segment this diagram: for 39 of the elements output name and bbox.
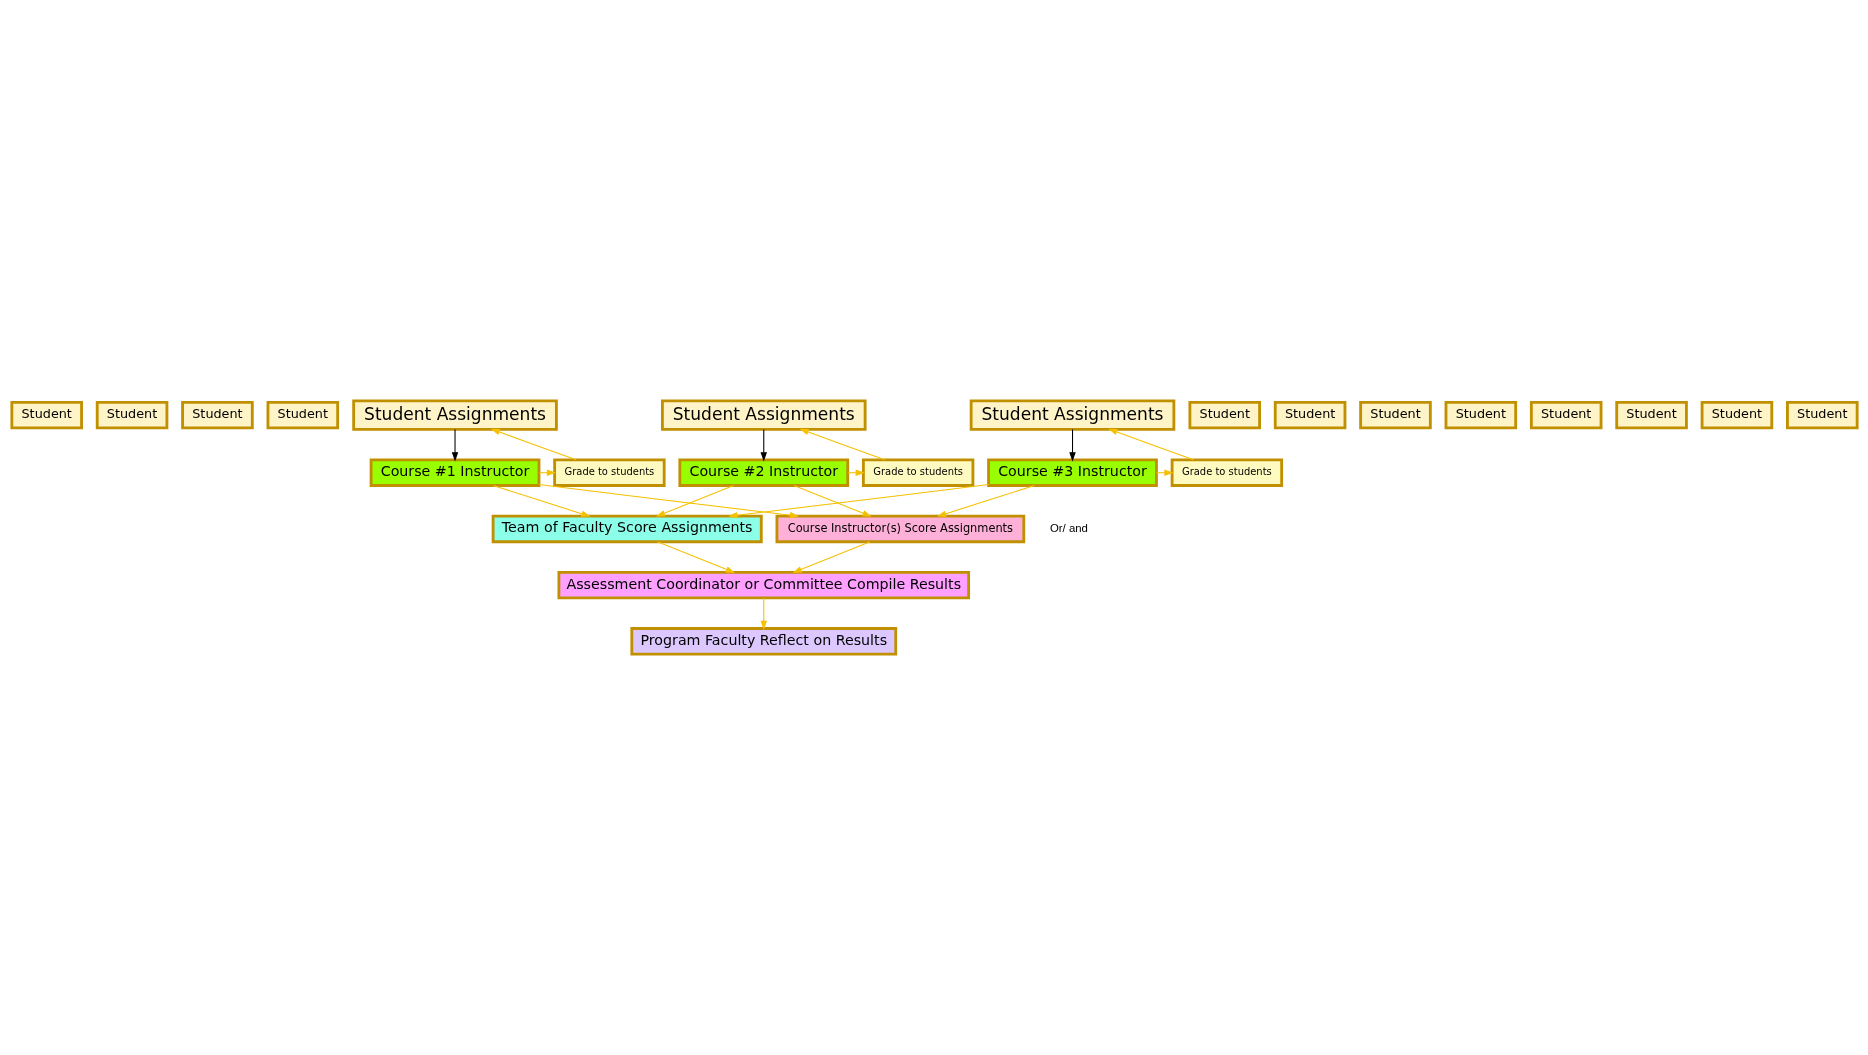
node-box: Student Assignments (351, 399, 558, 431)
node-box: Course #2 Instructor (677, 458, 849, 487)
arrow (793, 485, 872, 517)
node-box: Student Assignments (660, 399, 867, 431)
node-box: Student (1444, 400, 1517, 430)
node-box: Student (95, 400, 168, 430)
node-box: Student (1273, 400, 1346, 430)
node-box: Student (266, 400, 339, 430)
arrow (936, 485, 1035, 517)
arrow (792, 541, 871, 573)
node-box: Course #3 Instructor (986, 458, 1158, 487)
label: Or/ and (1049, 521, 1088, 534)
node-box: Student (1529, 400, 1602, 430)
arrow (451, 428, 458, 462)
node-box: Assessment Coordinator or Committee Compile Results (556, 570, 970, 600)
arrow (760, 428, 767, 462)
node-box: Student (180, 400, 254, 430)
node-box: Grade to students (861, 458, 974, 487)
arrow (490, 428, 576, 461)
arrow (798, 428, 885, 461)
arrow (1107, 428, 1194, 461)
arrow (727, 484, 989, 519)
arrow (656, 541, 735, 573)
node-box: Course #1 Instructor (369, 458, 540, 487)
node-box: Student (1187, 400, 1261, 430)
node-box: Student Assignments (969, 399, 1175, 431)
arrow (655, 485, 734, 517)
arrow (1068, 428, 1076, 462)
node-box: Student (1358, 400, 1432, 430)
node-box: Grade to students (552, 458, 666, 487)
node-box: Student (1785, 400, 1859, 430)
node-box: Grade to students (1170, 458, 1283, 487)
arrow (492, 485, 591, 517)
node-box: Student (1614, 400, 1688, 430)
node-box: Program Faculty Reflect on Results (629, 627, 897, 656)
arrow (538, 484, 799, 519)
node-box: Student (1700, 400, 1773, 430)
node-box: Student (9, 400, 83, 430)
arrow (760, 597, 767, 631)
